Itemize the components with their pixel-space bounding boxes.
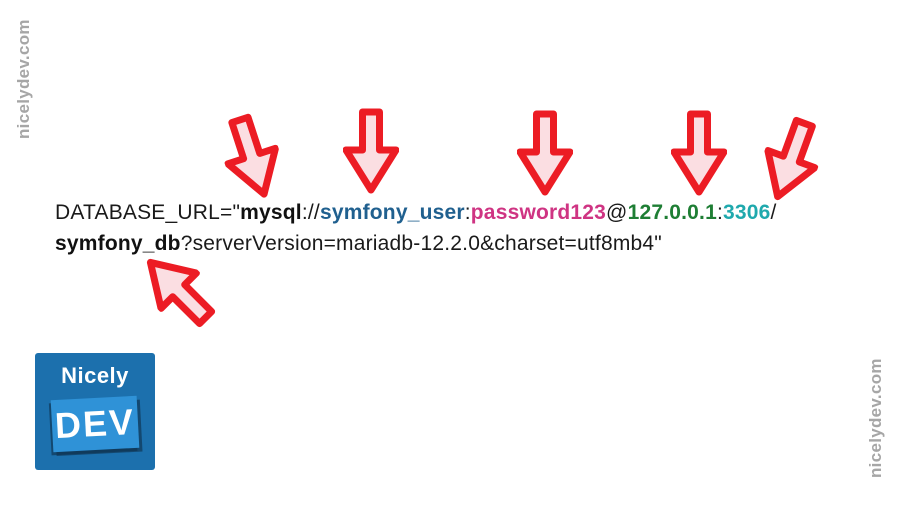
url-segment-database: symfony_db	[55, 232, 181, 255]
url-segment-plain: DATABASE_URL="	[55, 201, 241, 224]
arrow-icon-database	[128, 240, 228, 340]
url-segment-plain: :	[716, 201, 724, 224]
arrow-icon-password	[517, 110, 573, 196]
url-segment-port: 3306	[723, 201, 771, 224]
arrow-icon-host	[671, 110, 727, 196]
url-segment-plain: @	[606, 201, 628, 224]
url-segment-host: 127.0.0.1	[627, 201, 717, 224]
watermark-right: nicelydev.com	[866, 358, 885, 478]
arrow-icon-port	[750, 110, 832, 210]
url-segment-plain: ?serverVersion=mariadb-12.2.0&charset=ut…	[180, 232, 662, 255]
nicelydev-logo: Nicely DEV	[35, 353, 155, 470]
url-segment-user: symfony_user	[319, 201, 465, 224]
watermark-left: nicelydev.com	[14, 19, 33, 139]
url-segment-password: password123	[470, 201, 607, 224]
arrow-icon-symfony-user	[343, 108, 399, 194]
logo-badge: DEV	[50, 395, 140, 453]
url-segment-scheme: mysql	[240, 201, 302, 224]
logo-badge-label: DEV	[53, 400, 137, 447]
url-segment-plain: :	[464, 201, 471, 224]
logo-title: Nicely	[61, 363, 129, 388]
connection-string: DATABASE_URL="mysql://symfony_user:passw…	[55, 197, 855, 259]
url-segment-plain: ://	[301, 201, 320, 224]
arrow-icon-mysql	[212, 107, 292, 206]
url-segment-plain: /	[770, 201, 777, 224]
